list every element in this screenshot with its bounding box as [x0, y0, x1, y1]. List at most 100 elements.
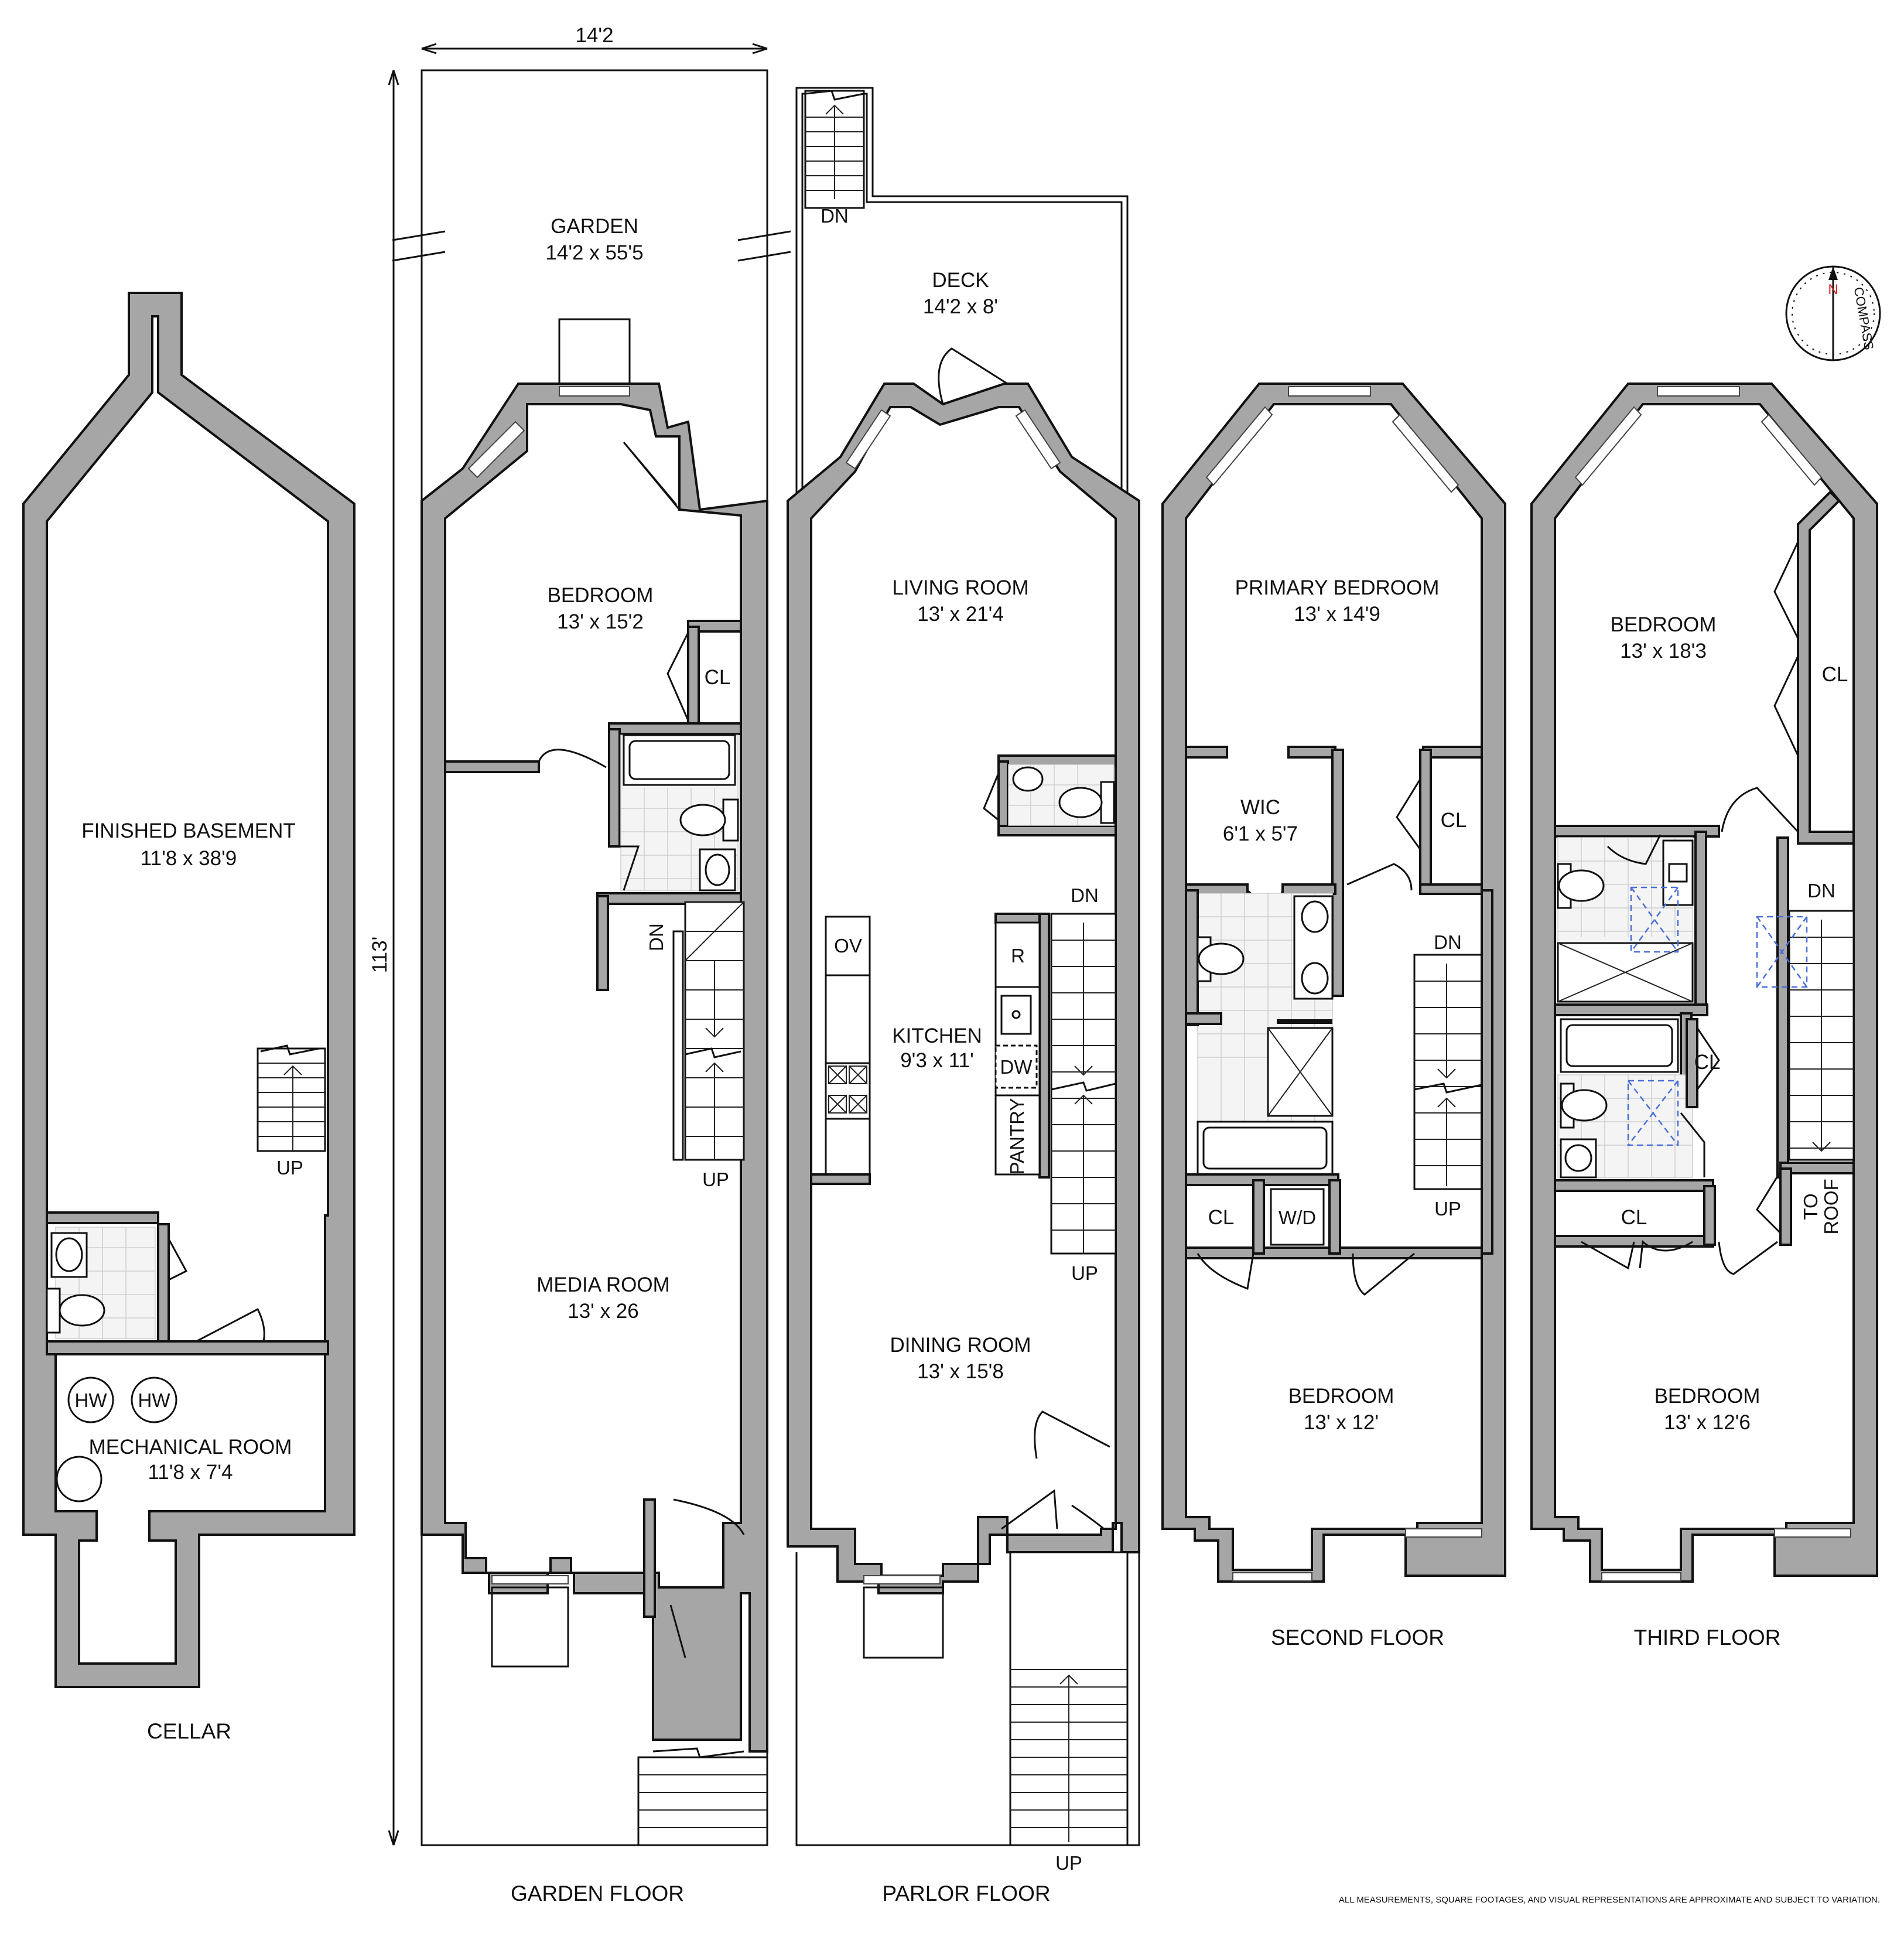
cellar-stair-up: UP	[276, 1157, 303, 1179]
primary-bedroom-dim: 13' x 14'9	[1294, 603, 1380, 626]
second-shower-glass	[1277, 1019, 1332, 1024]
third-rear-closet-door-1	[1773, 541, 1799, 639]
second-bath-left	[1185, 889, 1199, 1026]
mechanical-room-dim: 11'8 x 7'4	[148, 1461, 233, 1484]
cellar-walls	[22, 292, 355, 1688]
garden-stair-dn: DN	[645, 923, 667, 951]
third-bath-top	[1554, 825, 1720, 838]
parlor-rear-window-left	[845, 409, 891, 470]
third-roof-access-side	[1779, 1167, 1792, 1246]
wic-dim: 6'1 x 5'7	[1223, 822, 1298, 845]
parlor-stair-up: UP	[1071, 1262, 1098, 1284]
garden-break-right	[737, 230, 791, 262]
parlor-entry-door-1	[1034, 1411, 1110, 1459]
parlor-entry-door-2	[1001, 1489, 1105, 1530]
disclaimer: ALL MEASUREMENTS, SQUARE FOOTAGES, AND V…	[1339, 1895, 1880, 1905]
cellar-partition-wall	[46, 1340, 329, 1355]
garden-bedroom-name: BEDROOM	[548, 584, 654, 607]
third-roof-access-door	[1756, 1171, 1782, 1234]
garden-vestibule-wall	[643, 1498, 656, 1618]
dimension-lines	[388, 43, 768, 1846]
compass-north: N	[1828, 282, 1838, 298]
second-closet-side	[1419, 749, 1432, 892]
second-floor-label: SECOND FLOOR	[1271, 1625, 1444, 1649]
dishwasher-label: DW	[1000, 1056, 1033, 1078]
third-bath2-door	[1680, 1112, 1705, 1177]
parlor-powder-door	[983, 773, 1000, 821]
cellar-floor-label: CELLAR	[147, 1719, 231, 1743]
second-bedroom-name: BEDROOM	[1288, 1385, 1394, 1408]
cellar-bath-door	[168, 1238, 188, 1281]
kitchen-wall-right-side	[1038, 913, 1050, 1179]
wic-name: WIC	[1240, 796, 1280, 819]
third-front-bedroom-name: BEDROOM	[1655, 1385, 1761, 1408]
third-bath2-bottom	[1554, 1179, 1714, 1192]
third-roof-hatch	[1756, 916, 1808, 988]
deck-stairs	[804, 90, 865, 209]
garden-dim: 14'2 x 55'5	[545, 241, 643, 264]
dishwasher	[994, 1044, 1038, 1089]
second-cl-door	[1197, 1253, 1254, 1290]
parlor-stoop	[1009, 1551, 1129, 1846]
media-room-name: MEDIA ROOM	[536, 1273, 670, 1296]
third-cl-door	[1581, 1240, 1693, 1270]
oven-label: OV	[834, 935, 862, 957]
primary-bedroom-name: PRIMARY BEDROOM	[1235, 576, 1440, 599]
garden-stair-wall	[596, 895, 609, 991]
garden-floor-plan	[392, 69, 791, 1846]
second-rear-window	[1288, 386, 1371, 397]
text-labels: 14'2 113' FINISHED BASEMENT 11'8 x 38'9 …	[75, 24, 1880, 1905]
garden-bath-door	[620, 845, 640, 891]
water-heater-1	[67, 1377, 114, 1423]
second-bedroom-door	[1352, 1252, 1415, 1296]
garden-rear-door	[623, 442, 681, 510]
parlor-front-window	[863, 1575, 941, 1584]
garden-rear-window	[559, 386, 630, 397]
third-stair-wall	[1776, 836, 1789, 1179]
mechanical-room-name: MECHANICAL ROOM	[89, 1436, 292, 1459]
second-wic-top	[1185, 746, 1228, 759]
third-hall-closet-label: CL	[1694, 1051, 1721, 1074]
to-roof-roof: ROOF	[1820, 1179, 1842, 1234]
third-rear-bedroom-name: BEDROOM	[1611, 613, 1717, 636]
third-rear-window-left	[1574, 406, 1642, 486]
third-bedroom-door	[1721, 787, 1799, 833]
third-cl-wall-right	[1703, 1185, 1716, 1246]
parlor-powder-bottom	[997, 825, 1117, 836]
washer-dryer-label: W/D	[1279, 1207, 1316, 1228]
cellar-bath-wall	[157, 1223, 170, 1343]
parlor-yard-outline	[795, 1552, 1140, 1846]
garden-toilet	[679, 804, 726, 836]
parlor-floor-plan	[787, 87, 1140, 1846]
refrigerator	[994, 921, 1041, 988]
kitchen-partition-left	[810, 1173, 871, 1185]
pantry-label: PANTRY	[1006, 1098, 1028, 1175]
second-stair-dn: DN	[1434, 931, 1462, 953]
second-closet-bottom	[1419, 883, 1483, 895]
third-rear-bedroom-dim: 13' x 18'3	[1620, 640, 1707, 662]
cellar-mech-door	[196, 1307, 265, 1343]
deck-name: DECK	[932, 269, 989, 292]
third-stairs	[1788, 910, 1855, 1161]
garden-break-left	[392, 230, 446, 262]
second-stair-up: UP	[1434, 1198, 1461, 1220]
third-bath2-toilet	[1561, 1089, 1608, 1122]
stoop-up: UP	[1055, 1852, 1082, 1874]
parlor-stairs	[1050, 913, 1117, 1255]
cooktop	[825, 1062, 871, 1120]
garden-name: GARDEN	[551, 215, 638, 238]
third-hall-closet-door	[1696, 1027, 1720, 1090]
kitchen-dim: 9'3 x 11'	[900, 1049, 974, 1072]
to-roof-to: TO	[1800, 1193, 1821, 1220]
second-toilet	[1198, 942, 1245, 975]
third-stair-dn: DN	[1807, 880, 1835, 901]
boiler	[56, 1456, 102, 1502]
oven	[825, 916, 871, 976]
deck-dim: 14'2 x 8'	[923, 295, 998, 318]
third-bath1-bottom	[1554, 1003, 1708, 1016]
parlor-toilet	[1058, 787, 1103, 818]
garden-bay-step	[558, 318, 631, 388]
parlor-powder-wall	[997, 754, 1117, 766]
kitchen-name: KITCHEN	[892, 1024, 982, 1047]
